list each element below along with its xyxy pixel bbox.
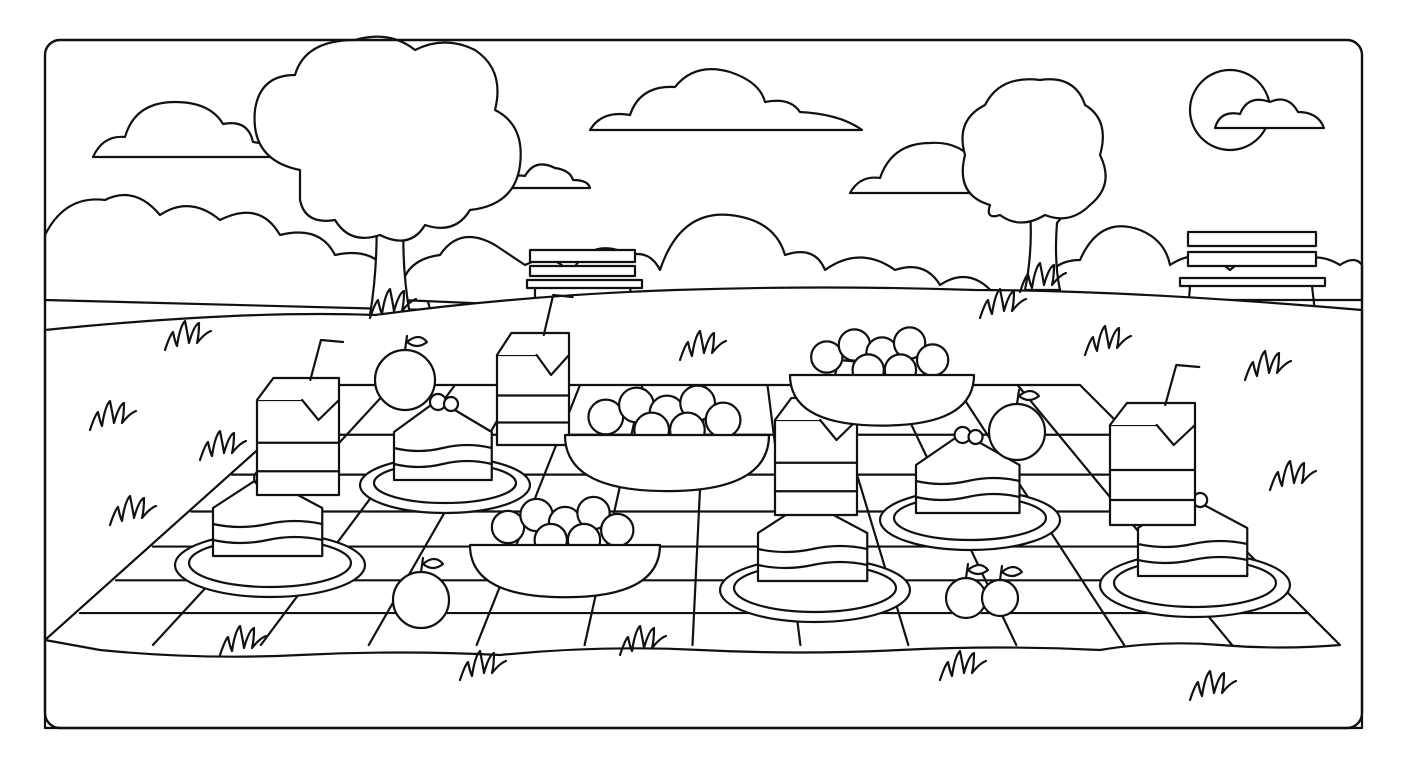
berry-topping	[967, 428, 984, 446]
grass-tuft	[1268, 459, 1318, 492]
cake-layers	[211, 519, 324, 545]
cake-layers	[914, 476, 1021, 502]
apple	[391, 556, 451, 630]
tree-canopy	[253, 35, 522, 242]
grass-tuft	[163, 319, 213, 352]
cake-layers	[392, 443, 493, 469]
fruit	[599, 512, 635, 548]
juice-box-body	[495, 353, 571, 447]
apple-stem-leaf	[964, 562, 990, 580]
cake-plate	[878, 425, 1062, 552]
tree-canopy	[961, 78, 1107, 224]
cloud	[1213, 98, 1326, 130]
cake-layers	[756, 544, 869, 570]
fruit	[810, 340, 844, 374]
cloud	[91, 100, 280, 159]
apple	[373, 334, 437, 412]
cloud	[588, 68, 864, 132]
grass-tuft	[1243, 349, 1293, 382]
apple-body	[373, 348, 437, 412]
picnic-items	[88, 261, 1318, 702]
straw	[1164, 363, 1201, 407]
juice-box-body	[773, 418, 859, 517]
grass-tuft	[938, 649, 988, 682]
fruit-bowl	[788, 326, 976, 427]
bowl	[468, 543, 662, 599]
fruit-bowl	[563, 384, 771, 493]
page-border	[43, 38, 1364, 730]
grass-tuft	[1188, 669, 1238, 702]
juice-box-top	[1108, 401, 1197, 447]
grass-tuft	[678, 329, 728, 362]
bench-right	[1178, 230, 1327, 314]
apple-stem-leaf	[998, 564, 1024, 582]
juice-box	[495, 293, 574, 447]
bowl	[563, 433, 771, 493]
grass-tuft	[368, 287, 418, 320]
juice-box-top	[495, 331, 571, 377]
grass-tuft	[1083, 324, 1133, 357]
straw	[542, 293, 574, 337]
apple-body	[980, 578, 1020, 618]
fruit-bowl	[468, 495, 662, 599]
berry-topping	[442, 395, 460, 413]
juice-box-body	[1108, 423, 1197, 527]
grass-tuft	[108, 494, 158, 527]
grass-tuft	[1018, 261, 1068, 294]
apple-stem-leaf	[1015, 388, 1041, 406]
juice-box-top	[255, 376, 341, 422]
grass-tuft	[978, 287, 1028, 320]
apple-body	[944, 576, 988, 620]
juice-box-body	[255, 398, 341, 497]
tree-right	[961, 78, 1107, 292]
cake-plate	[718, 493, 912, 624]
fruit	[587, 398, 625, 436]
grass-tuft	[218, 624, 268, 657]
apple	[980, 564, 1024, 618]
grass-tuft	[88, 399, 138, 432]
juice-box	[773, 358, 863, 517]
straw	[309, 338, 345, 382]
cake-plate	[358, 392, 532, 515]
grass-tuft	[618, 624, 668, 657]
apple	[944, 562, 990, 620]
cake-layers	[1136, 539, 1249, 565]
apple-stem-leaf	[403, 334, 429, 352]
apple-body	[391, 570, 451, 630]
juice-box	[255, 338, 345, 497]
tree-left	[253, 35, 522, 317]
apple-stem-leaf	[419, 556, 445, 574]
apple	[987, 388, 1047, 462]
grass-tuft	[198, 429, 248, 462]
apple-body	[987, 402, 1047, 462]
grass-tuft	[458, 649, 508, 682]
fruit	[704, 401, 742, 439]
bowl	[788, 373, 976, 427]
fruit	[915, 343, 950, 377]
juice-box	[1108, 363, 1201, 527]
